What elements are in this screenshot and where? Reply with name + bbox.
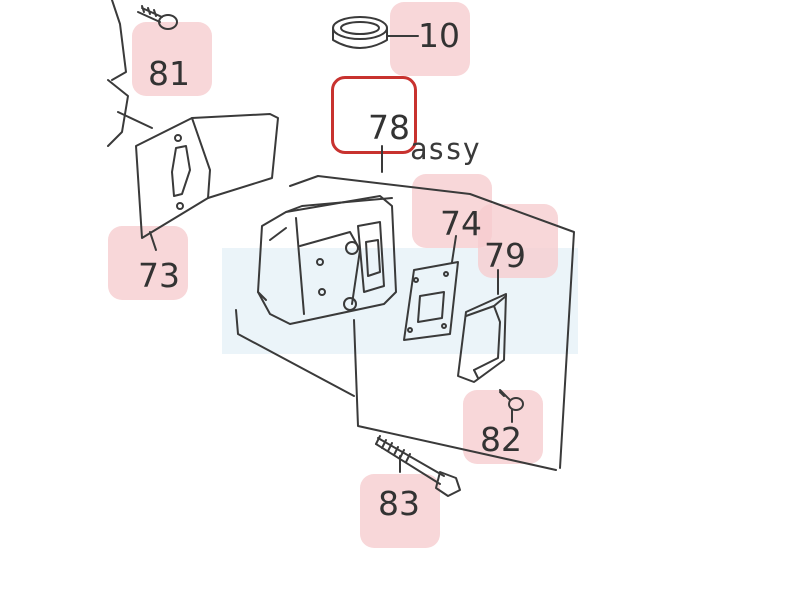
ring-10 bbox=[332, 16, 419, 49]
callout-73-bg[interactable] bbox=[108, 226, 188, 300]
muffler-body bbox=[257, 195, 397, 325]
gasket-73 bbox=[117, 111, 279, 251]
callout-10-label[interactable]: 10 bbox=[418, 16, 460, 55]
screw-81 bbox=[137, 5, 178, 30]
callout-78-bg[interactable] bbox=[331, 76, 417, 154]
screw-82 bbox=[499, 389, 524, 423]
gasket-74 bbox=[403, 235, 459, 341]
callout-81-bg[interactable] bbox=[132, 22, 212, 96]
callout-83-label[interactable]: 83 bbox=[378, 484, 420, 523]
cover-79 bbox=[457, 269, 507, 383]
callout-78-label[interactable]: 78 bbox=[368, 108, 410, 147]
assembly-bracket-lines bbox=[235, 145, 575, 471]
callout-82-label[interactable]: 82 bbox=[480, 420, 522, 459]
callout-83-bg[interactable] bbox=[360, 474, 440, 548]
bracket-top-left bbox=[111, 0, 127, 81]
bracket-edge-left bbox=[107, 79, 129, 147]
callout-73-label[interactable]: 73 bbox=[138, 256, 180, 295]
callout-81-label[interactable]: 81 bbox=[148, 54, 190, 93]
callout-10-bg[interactable] bbox=[390, 2, 470, 76]
bolt-83 bbox=[375, 435, 461, 497]
callout-74-label[interactable]: 74 bbox=[440, 204, 482, 243]
assy-label: assy bbox=[410, 132, 480, 166]
callout-79-label[interactable]: 79 bbox=[484, 236, 526, 275]
callout-79-bg[interactable] bbox=[478, 204, 558, 278]
